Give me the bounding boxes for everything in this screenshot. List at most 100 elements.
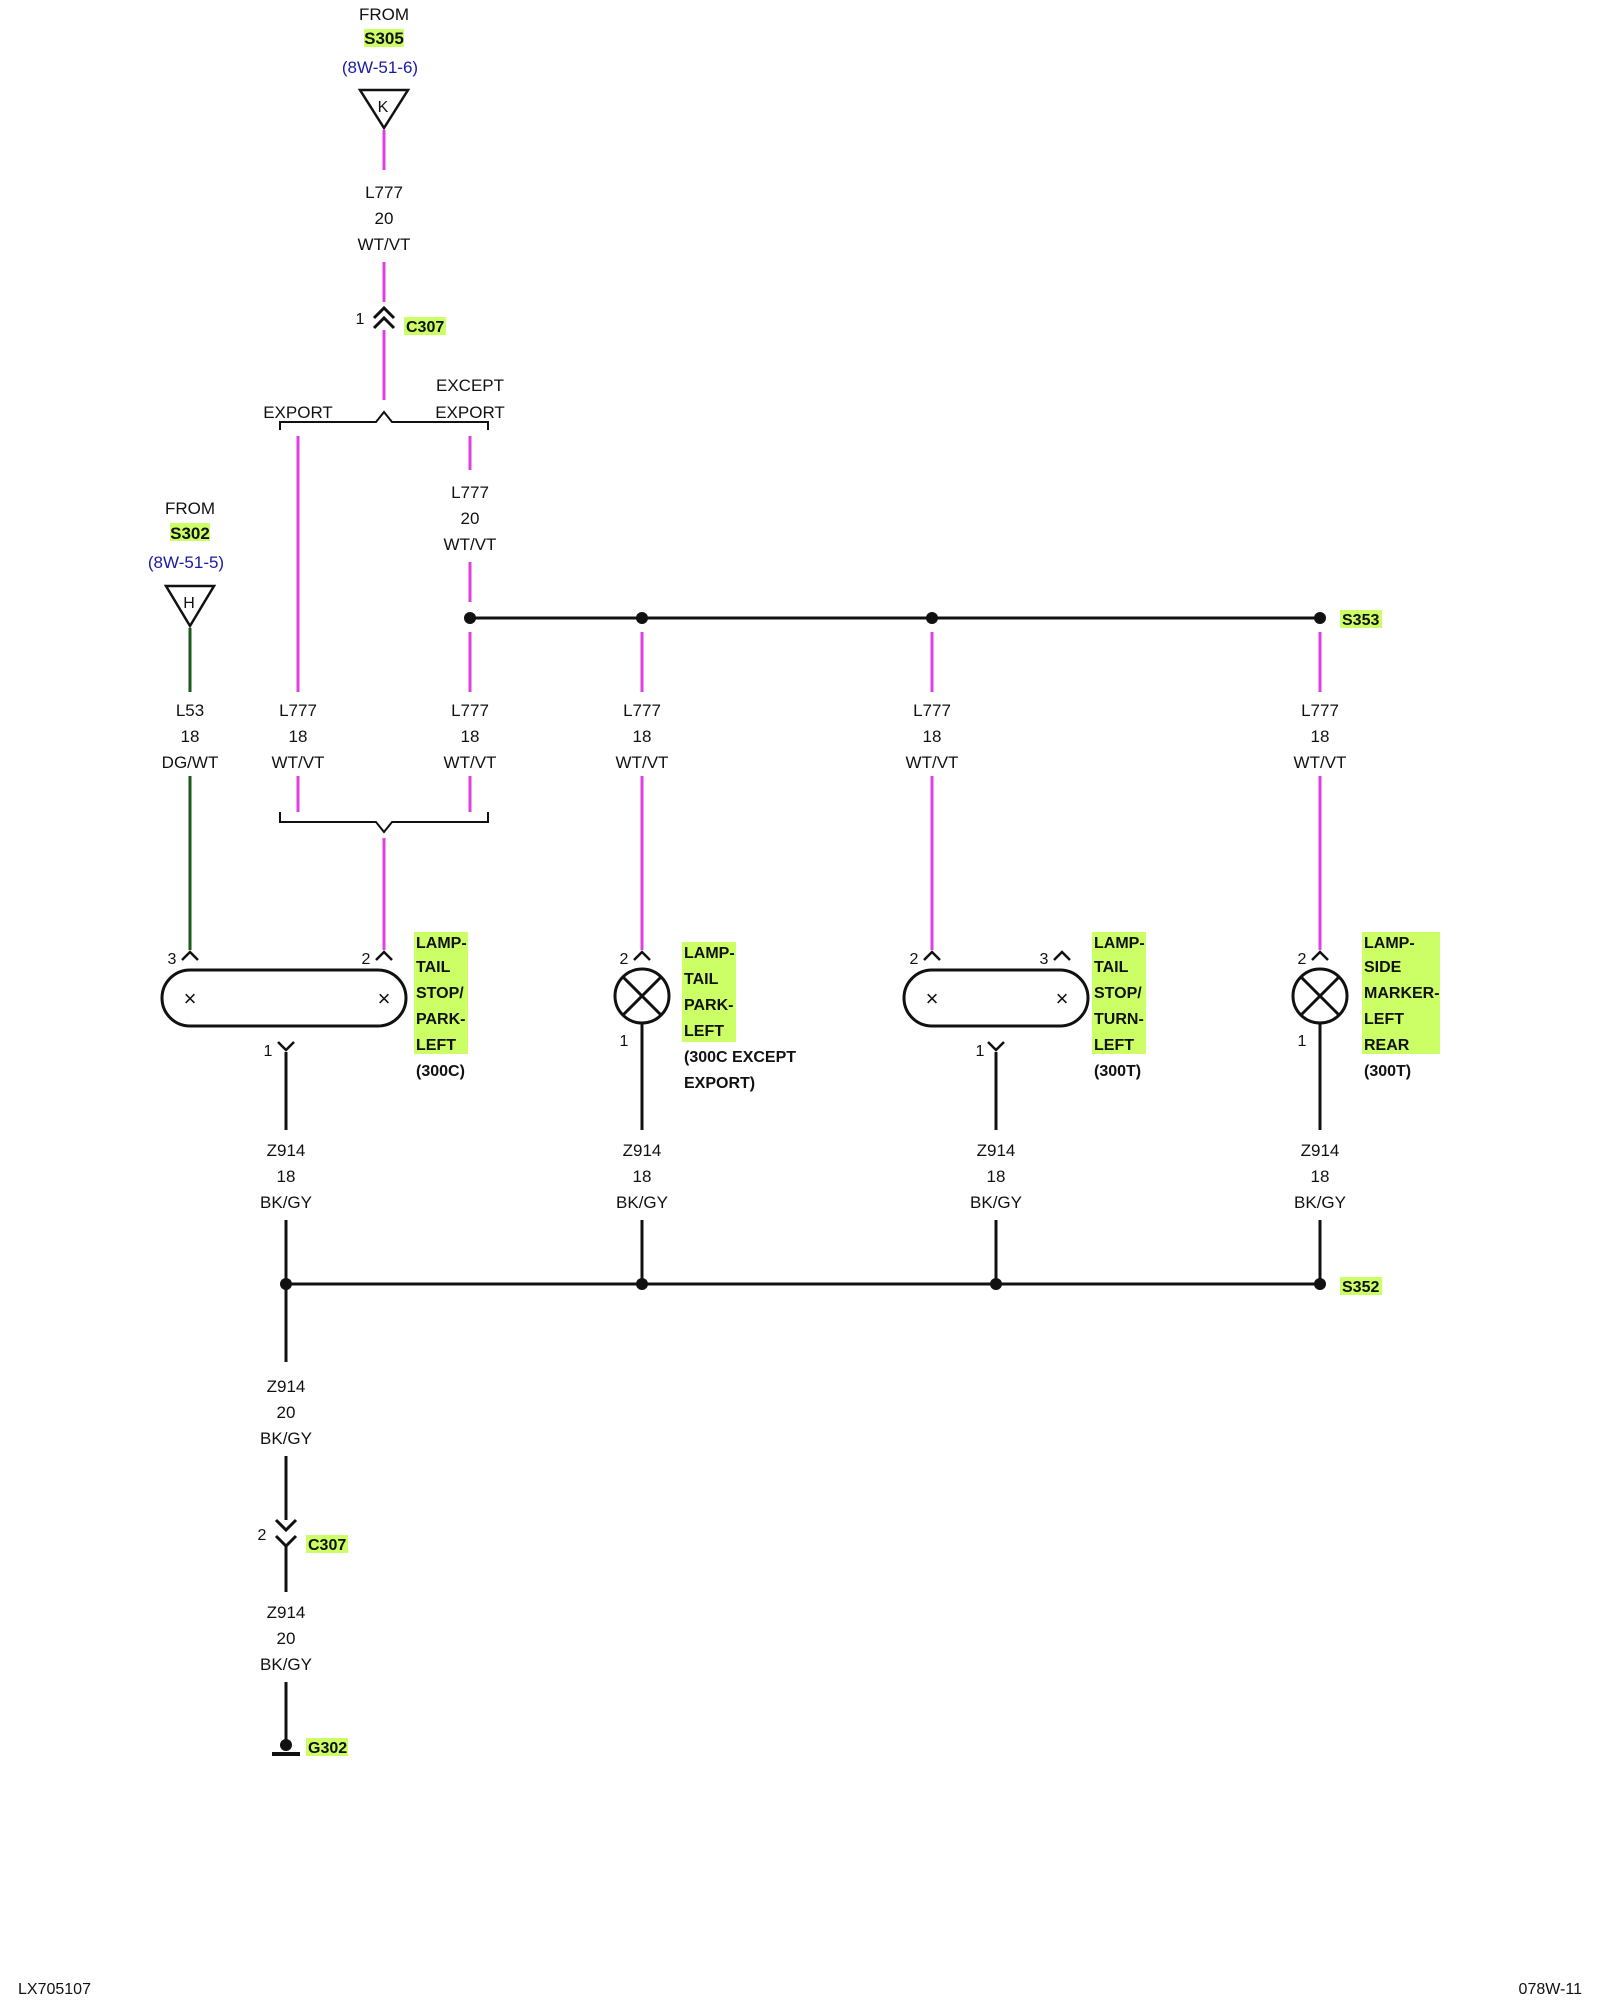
page-reference[interactable]: (8W-51-5) [148,553,224,572]
splice-dot [926,612,938,624]
option-export: EXPORT [263,403,333,422]
wire-gauge: 18 [289,727,308,746]
wire-color: WT/VT [616,753,669,772]
diagram-id-right: 078W-11 [1519,1981,1583,1998]
component-label: TAIL [1094,959,1129,976]
pin-number: 1 [620,1033,629,1050]
wire-color: BK/GY [260,1193,312,1212]
terminal-x-icon: × [378,986,391,1011]
connector-id: C307 [308,1537,346,1554]
wire-circuit: Z914 [267,1603,306,1622]
wire-circuit: Z914 [267,1141,306,1160]
wire-color: WT/VT [444,535,497,554]
component-variant: (300T) [1094,1063,1141,1080]
wire-color: DG/WT [162,753,219,772]
highlight [1340,1277,1382,1295]
bulb-cross [621,975,663,1017]
lamp-side-marker-left-rear[interactable]: 2 1 LAMP- SIDE MARKER- LEFT REAR (300T) [1291,932,1440,1080]
highlight [1340,610,1382,628]
component-label: REAR [1364,1037,1410,1054]
connector-chevron-icon [372,315,396,330]
highlight [306,1535,348,1553]
splice-s353-label: S353 [1342,612,1379,629]
wire-gauge: 20 [277,1629,296,1648]
wire-gauge: 18 [633,727,652,746]
wire-color: BK/GY [260,1429,312,1448]
component-label: MARKER- [1364,985,1440,1002]
component-variant: (300C EXCEPT [684,1049,796,1066]
wire-color: BK/GY [1294,1193,1346,1212]
wire-color: WT/VT [444,753,497,772]
wire-color: WT/VT [1294,753,1347,772]
highlight [1092,932,1146,1054]
wire-color: WT/VT [358,235,411,254]
component-label: TURN- [1094,1011,1144,1028]
wire-color: WT/VT [272,753,325,772]
component-variant: EXPORT) [684,1075,755,1092]
highlight [1362,932,1440,1054]
terminal-x-icon: × [926,986,939,1011]
pin-receptacle-icon [633,950,651,961]
pin-male-icon [987,1041,1005,1052]
connector-chevron-icon [274,1518,298,1533]
pin-receptacle-icon [1053,950,1071,961]
component-label: TAIL [684,971,719,988]
terminal-x-icon: × [1056,986,1069,1011]
component-label: TAIL [416,959,451,976]
source-letter: K [378,99,389,116]
component-label: PARK- [416,1011,465,1028]
highlight [682,942,736,1042]
pin-number: 1 [264,1043,273,1060]
wire-gauge: 18 [923,727,942,746]
wire-circuit: L777 [1301,701,1339,720]
connector-chevron-icon [274,1534,298,1549]
source-s305: FROM S305 (8W-51-6) K [342,5,418,131]
component-label: SIDE [1364,959,1402,976]
highlight [364,29,404,47]
wire-gauge: 18 [633,1167,652,1186]
component-variant: (300T) [1364,1063,1411,1080]
pin-receptacle-icon [923,950,941,961]
component-label: LEFT [416,1037,456,1054]
splice-dot [636,1278,648,1290]
splice-dot [1314,1278,1326,1290]
lamp-tail-park-left[interactable]: 2 1 LAMP- TAIL PARK- LEFT (300C EXCEPT E… [613,942,796,1092]
splice-s352-label: S352 [1342,1279,1379,1296]
ground-dot [280,1739,292,1751]
pin-number: 3 [1040,951,1049,968]
component-variant: (300C) [416,1063,465,1080]
brace [279,410,489,430]
pin-number: 3 [168,951,177,968]
splice-id: S305 [364,29,404,48]
pin-receptacle-icon [375,950,393,961]
lamp-tail-stop-park-left[interactable]: 3 2 × × 1 LAMP- TAIL STOP/ PARK- LEFT (3… [160,932,468,1080]
pin-number: 1 [976,1043,985,1060]
highlight [414,932,468,1054]
lamp-tail-stop-turn-left[interactable]: 2 3 × × 1 LAMP- TAIL STOP/ TURN- LEFT (3… [902,932,1146,1080]
page-reference[interactable]: (8W-51-6) [342,58,418,77]
highlight [404,317,446,335]
wire-color: BK/GY [616,1193,668,1212]
lamp-housing [902,968,1090,1028]
splice-dot [990,1278,1002,1290]
splice-id: S302 [170,524,210,543]
wire-circuit: L777 [279,701,317,720]
connector-id: C307 [406,319,444,336]
source-from-label: FROM [165,499,215,518]
option-brace-bottom [279,812,489,834]
lamp-housing [160,968,408,1028]
component-label: LAMP- [1094,935,1145,952]
component-label: LAMP- [416,935,467,952]
wire-circuit: Z914 [1301,1141,1340,1160]
wire-gauge: 18 [461,727,480,746]
component-label: LEFT [1364,1011,1404,1028]
pin-receptacle-icon [1311,950,1329,961]
pin-number: 2 [620,951,629,968]
wire-circuit: L777 [451,483,489,502]
wire-color: BK/GY [260,1655,312,1674]
component-label: STOP/ [416,985,464,1002]
component-label: LAMP- [684,945,735,962]
connector-chevron-icon [372,305,396,320]
source-s302: FROM S302 (8W-51-5) H [148,499,224,629]
